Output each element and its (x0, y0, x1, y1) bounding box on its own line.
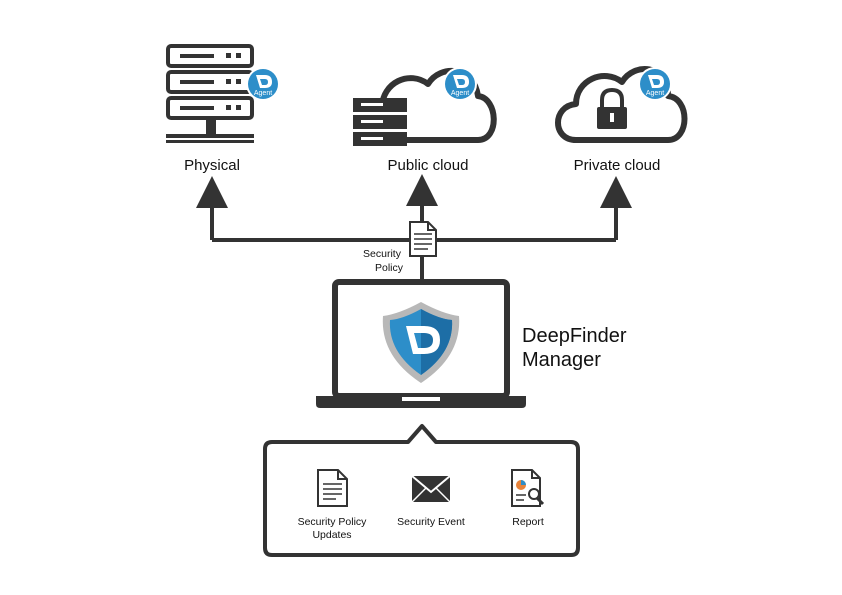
agent-badge-icon: Agent (443, 67, 477, 101)
feature-label-line1: Security Event (397, 516, 465, 528)
server-rack-icon (166, 44, 254, 143)
agent-badge-text: Agent (451, 90, 469, 97)
shield-logo-icon (382, 302, 460, 383)
feature-label-line1: Report (512, 516, 544, 528)
feature-label-line1: Security Policy (298, 516, 368, 528)
padlock-icon (597, 87, 627, 129)
document-icon (317, 469, 348, 507)
agent-badge-text: Agent (254, 90, 272, 97)
physical-label: Physical (184, 157, 240, 174)
agent-badge-icon: Agent (638, 67, 672, 101)
agent-badge-text: Agent (646, 90, 664, 97)
manager-title-line2: Manager (522, 349, 601, 371)
public-cloud-label: Public cloud (388, 157, 469, 174)
security-policy-document-icon (409, 221, 437, 257)
manager-title-line1: DeepFinder (522, 325, 627, 347)
agent-badge-icon: Agent (246, 67, 280, 101)
report-icon (511, 469, 545, 507)
envelope-icon (411, 475, 451, 503)
security-policy-label-line1: Security (363, 248, 402, 260)
security-policy-label-line2: Policy (375, 262, 404, 274)
feature-label-line2: Updates (312, 529, 351, 541)
private-cloud-label: Private cloud (574, 157, 661, 174)
